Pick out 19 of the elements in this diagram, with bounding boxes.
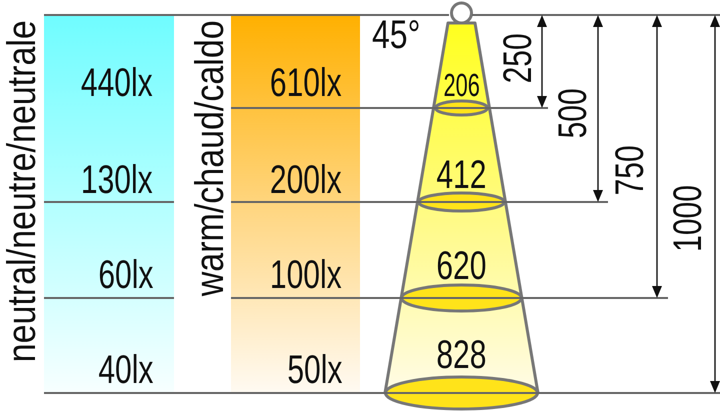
diameter-value: 206: [444, 69, 480, 101]
illuminance-value: 100lx: [270, 255, 342, 295]
illuminance-value: 50lx: [286, 350, 342, 390]
dimension-value: 1000: [668, 184, 708, 252]
diameter-value: 828: [436, 335, 486, 375]
illuminance-value: 130lx: [81, 160, 153, 200]
dimension-value: 250: [498, 32, 538, 83]
illuminance-value: 60lx: [98, 255, 153, 295]
illuminance-value: 610lx: [270, 63, 342, 103]
illuminance-value: 440lx: [81, 63, 153, 103]
angle-label: 45°: [372, 15, 420, 55]
diameter-value: 412: [436, 155, 486, 195]
dimension-value: 750: [610, 144, 650, 195]
column-heading: neutral/neutre/neutrale: [2, 20, 42, 362]
column-heading: warm/chaud/caldo: [190, 20, 230, 296]
diameter-value: 620: [436, 246, 486, 286]
dimension-value: 500: [553, 88, 593, 138]
illuminance-value: 40lx: [98, 350, 153, 390]
illuminance-value: 200lx: [270, 160, 342, 200]
